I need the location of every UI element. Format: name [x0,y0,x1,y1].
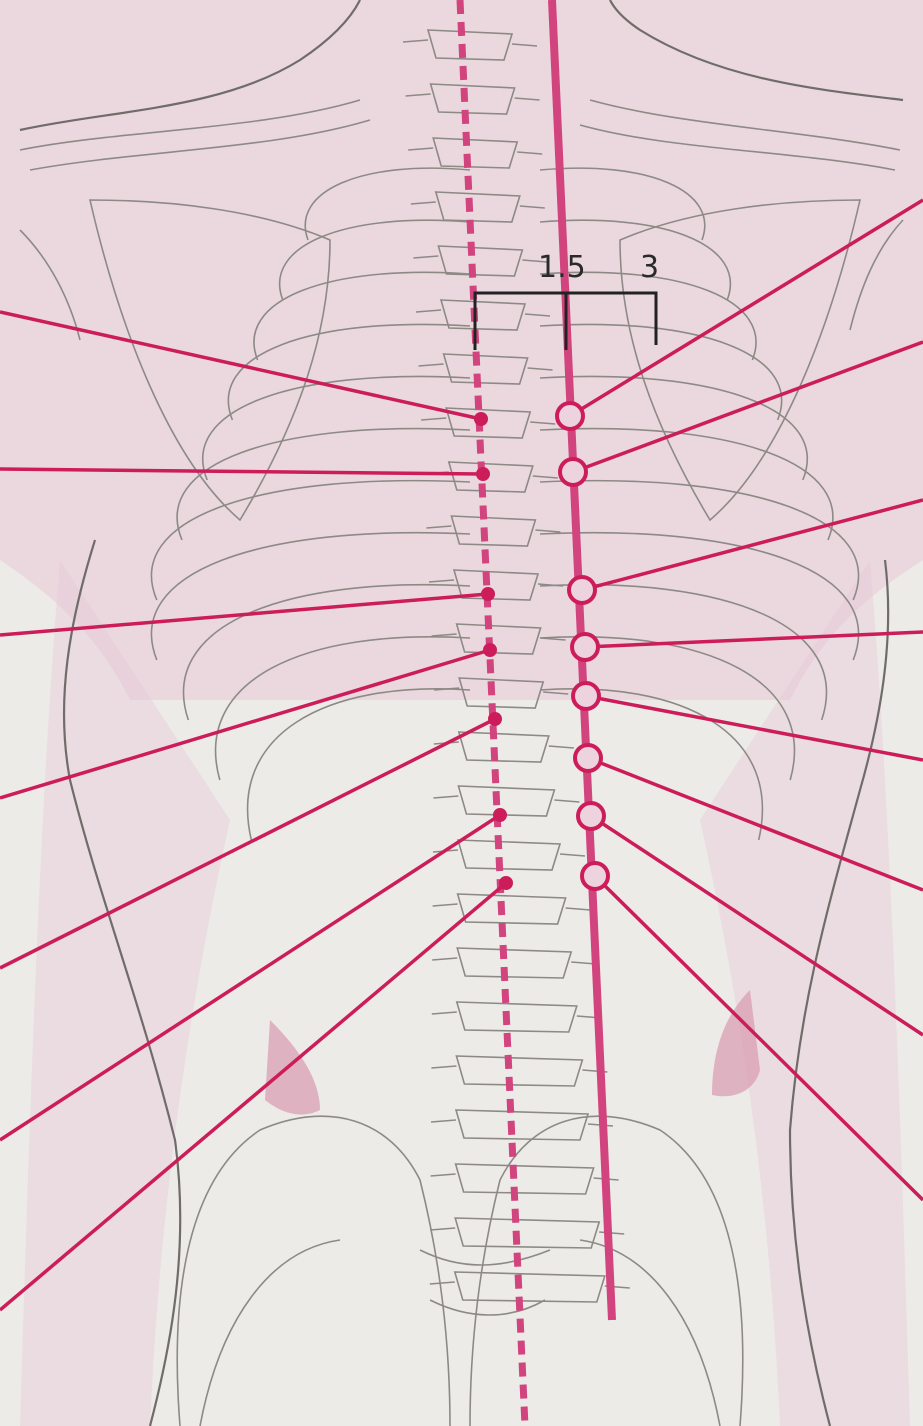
vertebra [459,732,549,762]
transverse-process [433,796,579,802]
pelvis [177,1116,743,1426]
vertebra [456,1164,594,1194]
vertebra [457,948,571,978]
transverse-process [433,904,591,910]
vertebra [456,1110,588,1140]
paraspinal-point [572,634,598,660]
paraspinal-point [582,863,608,889]
transverse-process [433,850,585,856]
vertebra [455,1218,599,1248]
left-waist-tint [265,1020,320,1115]
vertebra [458,786,554,816]
vertebra [458,840,560,870]
paraspinal-point [575,745,601,771]
transverse-process [434,742,574,748]
paraspinal-point [569,577,595,603]
midline-point [474,412,488,426]
midline-point [488,712,502,726]
paraspinal-point [578,803,604,829]
midline-point [476,467,490,481]
paraspinal-point [573,683,599,709]
transverse-process [432,1012,602,1018]
scale-label-1-5: 1.5 [538,250,586,285]
paraspinal-point [560,459,586,485]
midline-point [481,587,495,601]
vertebra [457,1002,577,1032]
scale-label-3: 3 [640,250,659,285]
midline-point [499,876,513,890]
midline-point [493,808,507,822]
vertebra [456,1056,582,1086]
paraspinal-point [557,403,583,429]
transverse-process [432,958,596,964]
midline-point [483,643,497,657]
